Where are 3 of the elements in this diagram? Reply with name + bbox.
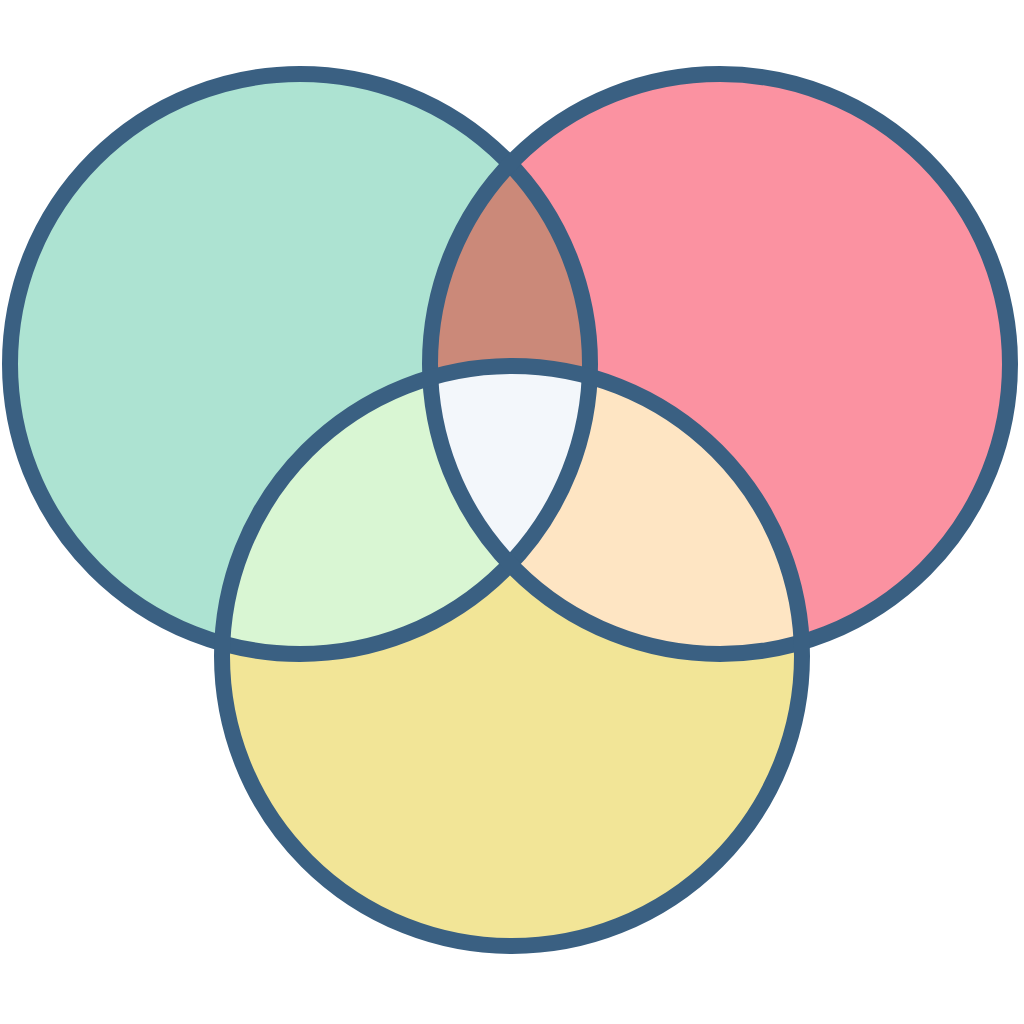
venn-circle: [214, 358, 810, 954]
venn-circle: [422, 66, 1018, 662]
venn-circle: [2, 66, 598, 662]
